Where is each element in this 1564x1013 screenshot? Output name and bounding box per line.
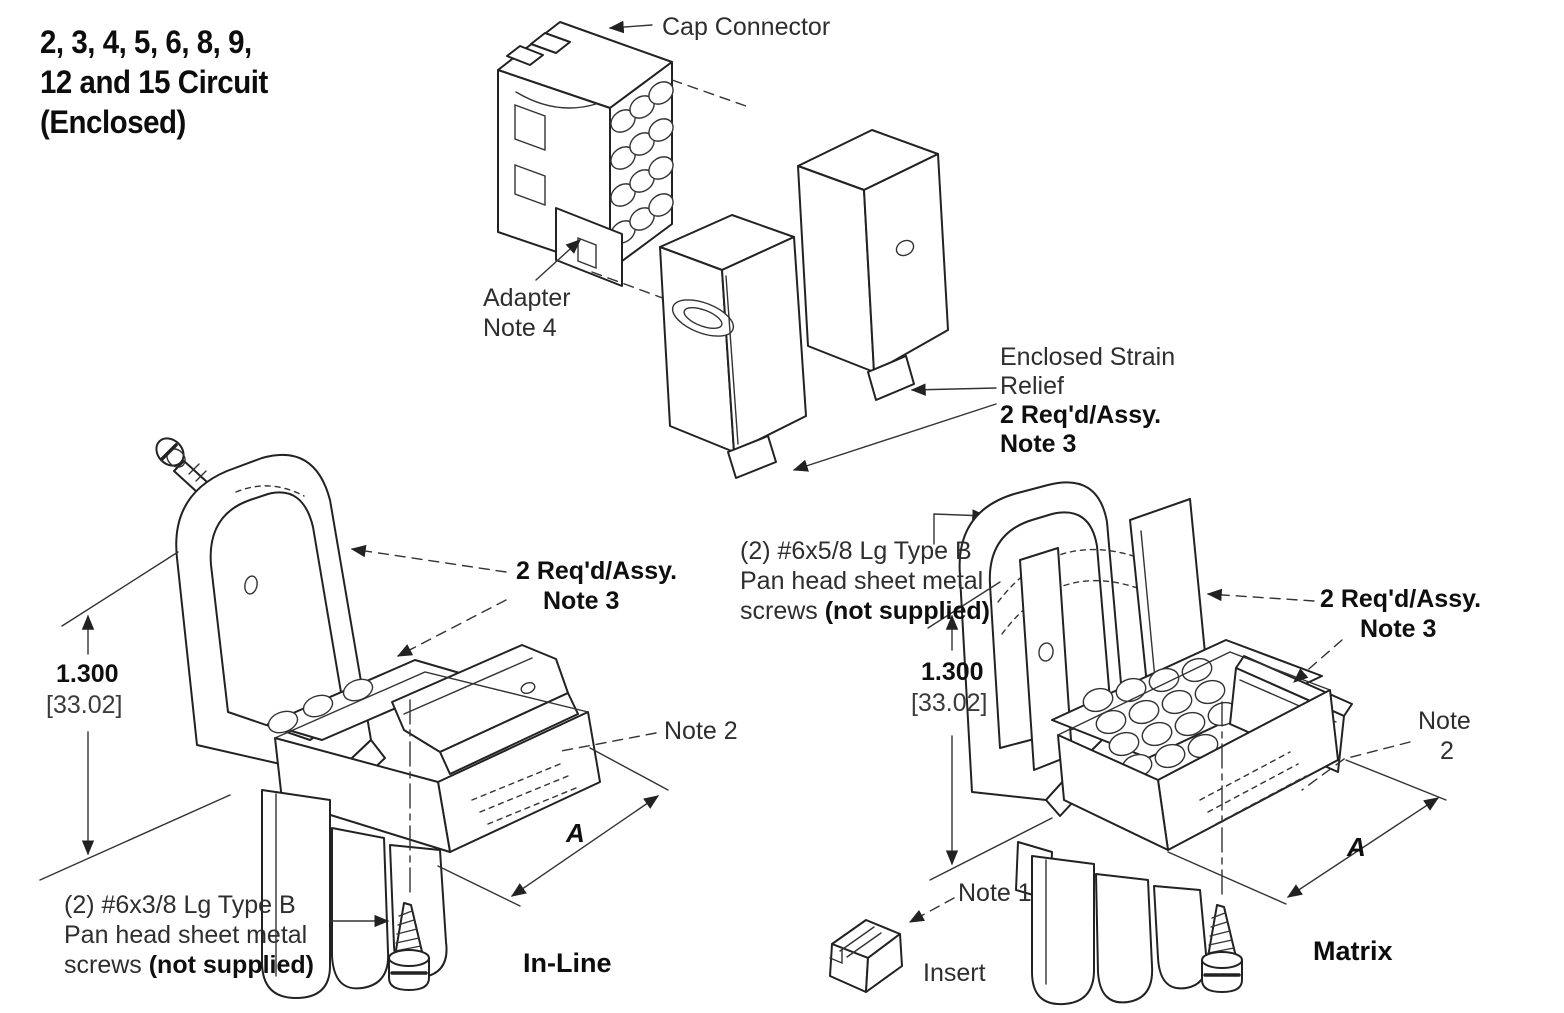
insert-label: Insert [923, 959, 986, 987]
matrix-screws-line-1: (2) #6x5/8 Lg Type B [740, 537, 972, 565]
strain-relief-line-2: Relief [1000, 372, 1064, 400]
matrix-bottom-screw [1201, 701, 1243, 993]
inline-reqd-note: Note 3 [543, 587, 620, 615]
strain-relief-note: Note 3 [1000, 430, 1077, 458]
inline-dim-height-in: 1.300 [56, 660, 119, 688]
inline-screws-line-1: (2) #6x3/8 Lg Type B [64, 891, 296, 919]
strain-relief-label: Enclosed Strain Relief 2 Req'd/Assy. Not… [1000, 343, 1175, 459]
page-title-line-2: 12 and 15 Circuit [40, 64, 268, 100]
matrix-screws-label: (2) #6x5/8 Lg Type B Pan head sheet meta… [740, 536, 990, 626]
inline-dim-height-mm: [33.02] [46, 691, 123, 719]
matrix-screws-word: screws [740, 597, 825, 625]
matrix-assembly-drawing [829, 481, 1447, 1006]
inline-bottom-screw [388, 699, 430, 991]
matrix-assembly-name: Matrix [1313, 936, 1393, 966]
matrix-dimension-lines [908, 581, 1447, 923]
matrix-note2-label: Note [1418, 707, 1471, 735]
inline-assembly-name: In-Line [523, 948, 612, 978]
matrix-note1-label: Note 1 [958, 879, 1032, 907]
adapter-label: Adapter Note 4 [483, 283, 571, 343]
inline-screws-line-3: screws (not supplied) [64, 950, 314, 980]
inline-dimension-lines [39, 544, 669, 928]
page-title-line-1: 2, 3, 4, 5, 6, 8, 9, [40, 24, 252, 60]
page-title: 2, 3, 4, 5, 6, 8, 9, 12 and 15 Circuit (… [40, 22, 268, 142]
matrix-wire-boots [1015, 841, 1208, 1006]
exploded-leader-lines [535, 20, 997, 472]
strain-relief-line-1: Enclosed Strain [1000, 343, 1176, 371]
inline-reqd-label: 2 Req'd/Assy. [516, 557, 678, 585]
adapter-drawing [555, 207, 623, 287]
inline-dim-a-label: A [566, 818, 585, 848]
adapter-label-line-2: Note 4 [483, 314, 557, 342]
matrix-screws-line-3: screws (not supplied) [740, 596, 990, 626]
adapter-label-line-1: Adapter [483, 284, 571, 312]
inline-assembly-drawing [39, 437, 669, 999]
cap-connector-label: Cap Connector [662, 13, 831, 41]
matrix-dim-a-label: A [1347, 832, 1366, 862]
matrix-dim-height-mm: [33.02] [911, 689, 988, 717]
matrix-note2-number: 2 [1440, 737, 1454, 765]
strain-relief-front-drawing [659, 214, 807, 479]
matrix-screws-not-supplied: (not supplied) [824, 597, 990, 625]
assembly-axis-lines [591, 79, 747, 301]
inline-screws-not-supplied: (not supplied) [148, 951, 314, 979]
strain-relief-qty: 2 Req'd/Assy. [1000, 401, 1162, 429]
cap-cavities [610, 81, 674, 244]
matrix-screws-line-2: Pan head sheet metal [740, 567, 984, 595]
inline-screws-word: screws [64, 951, 149, 979]
page-title-line-3: (Enclosed) [40, 104, 186, 140]
inline-screws-label: (2) #6x3/8 Lg Type B Pan head sheet meta… [64, 890, 314, 980]
matrix-dim-height-in: 1.300 [921, 658, 984, 686]
inline-right-flap [391, 644, 579, 775]
strain-relief-rear-drawing [797, 129, 949, 401]
inline-screws-line-2: Pan head sheet metal [64, 921, 308, 949]
insert-drawing [829, 919, 903, 993]
cap-connector-drawing [497, 21, 674, 271]
matrix-reqd-note: Note 3 [1360, 615, 1437, 643]
matrix-reqd-label: 2 Req'd/Assy. [1320, 585, 1482, 613]
inline-note2-label: Note 2 [664, 717, 738, 745]
